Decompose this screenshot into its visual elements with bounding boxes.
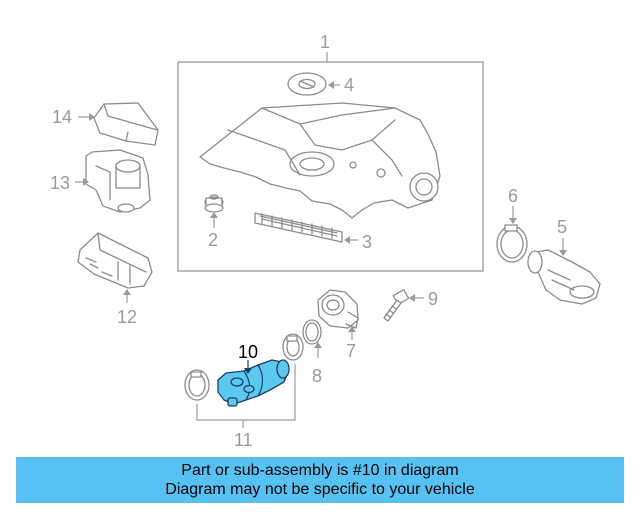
- part-11-clamp-left[interactable]: [184, 369, 210, 401]
- part-9-bolt[interactable]: [383, 289, 410, 322]
- callout-6[interactable]: 6: [508, 186, 518, 206]
- part-8-oring[interactable]: [302, 319, 322, 345]
- callout-7[interactable]: 7: [346, 341, 356, 361]
- part-11-bracket: [196, 364, 296, 421]
- callout-11[interactable]: 11: [234, 430, 253, 450]
- callout-1[interactable]: 1: [320, 32, 330, 52]
- banner-line-2: Diagram may not be specific to your vehi…: [165, 481, 475, 498]
- callout-3[interactable]: 3: [362, 232, 372, 252]
- part-12-duct[interactable]: [77, 232, 153, 289]
- part-4-cap[interactable]: [287, 72, 327, 96]
- parts-diagram: 1 4 2 3: [50, 32, 601, 450]
- callout-9[interactable]: 9: [428, 289, 438, 309]
- part-6-clamp[interactable]: [496, 224, 528, 263]
- callout-8[interactable]: 8: [312, 366, 322, 386]
- callout-12[interactable]: 12: [117, 307, 137, 327]
- part-11-clamp-right[interactable]: [282, 333, 304, 361]
- part-10-intake-hose[interactable]: [217, 359, 290, 407]
- callout-13[interactable]: 13: [50, 173, 70, 193]
- callout-10[interactable]: 10: [238, 342, 258, 362]
- part-7-sensor[interactable]: [317, 289, 359, 329]
- callout-4[interactable]: 4: [344, 75, 354, 95]
- callout-14[interactable]: 14: [52, 107, 72, 127]
- part-1-engine-cover[interactable]: [199, 102, 441, 219]
- part-3-filter[interactable]: [254, 212, 343, 243]
- info-banner: Part or sub-assembly is #10 in diagram D…: [16, 457, 624, 503]
- part-14-cover[interactable]: [93, 102, 159, 146]
- callout-5[interactable]: 5: [557, 217, 567, 237]
- part-13-housing[interactable]: [85, 149, 151, 213]
- part-2-grommet[interactable]: [204, 194, 224, 213]
- part-5-hose[interactable]: [527, 249, 601, 305]
- assembly-1-box: [177, 61, 484, 272]
- banner-line-1: Part or sub-assembly is #10 in diagram: [181, 462, 459, 479]
- callout-2[interactable]: 2: [208, 230, 218, 250]
